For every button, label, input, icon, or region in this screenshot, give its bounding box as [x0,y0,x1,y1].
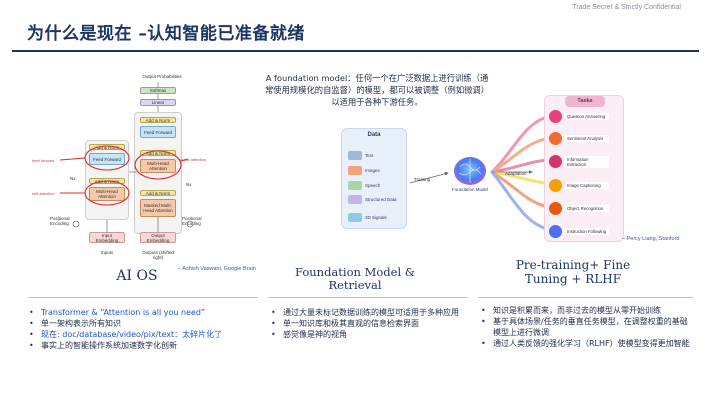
sentiment-icon [549,132,562,145]
waveform-icon [348,181,362,190]
data-item-text: Text [348,151,373,160]
table-icon [348,195,362,204]
linear-block: Linear [140,99,176,106]
list-item: Transformer & “Attention is all you need… [28,307,258,318]
data-item-structured: Structured Data [348,195,404,204]
column-2-divider [268,297,468,298]
decoder-positional-encoding-label: Positional Encoding [182,216,202,226]
input-embedding-block: Input Embedding [89,232,125,243]
foundation-model-definition: A foundation model：任何一个在广泛数据上进行训练（通常使用规模… [264,73,490,107]
heading-foundation-model: Foundation Model & Retrieval [294,265,416,292]
page-title: 为什么是现在 –认知智能已准备就绪 [27,24,305,44]
encoder-nx-label: Nx [70,176,76,181]
list-item: 基于具体场景/任务的垂直任务模型，在调整权重的基础模型上进行微调 [480,316,695,338]
title-underline [12,50,699,52]
training-label: Training [414,177,431,182]
data-item-images: Images [348,166,380,175]
output-probabilities-label: Output Probabilities [142,74,182,79]
liang-quote-caption: – Percy Liang, Stanford [622,236,680,242]
decoder-feed-forward: Feed Forward [140,126,176,138]
tasks-title: Tasks [565,96,605,107]
encoder-add-norm-top: Add & Norm [89,144,125,150]
instruction-icon [549,225,562,238]
decoder-multi-head-attention: Multi-Head Attention [140,159,176,173]
list-item: 知识是积累而来，而非过去的模型从零开始训练 [480,305,695,316]
output-embedding-block: Output Embedding [140,232,176,243]
list-item: 现在: doc/database/video/pix/text：太碎片化了 [28,329,258,340]
column-1-divider [28,297,258,298]
inputs-label: Inputs [100,250,114,255]
data-panel: Data Text Images Speech Structured Data … [341,128,407,229]
task-image-captioning: Image Captioning [549,179,609,192]
transformer-annotation-overlay [59,82,194,232]
task-instruction-following: Instruction Following [549,225,609,238]
data-item-3d: 3D Signals [348,213,387,222]
self-attention-annotation: self attention [32,191,55,196]
softmax-block: Softmax [140,87,176,94]
list-item: 通过大量未标记数据训练的模型可适用于多种应用 [270,307,475,318]
decoder-add-norm-3: Add & Norm [140,190,176,196]
decoder-masked-attention: Masked Multi-Head Attention [140,199,176,217]
foundation-model-bullets: 通过大量未标记数据训练的模型可适用于多种应用 单一知识库和极其直观的信息检索界面… [270,307,475,340]
pretraining-bullets: 知识是积累而来，而非过去的模型从零开始训练 基于具体场景/任务的垂直任务模型，在… [480,305,695,349]
brain-icon [454,157,486,185]
list-item: 单一架构表示所有知识 [28,318,258,329]
task-question-answering: Question Answering [549,110,609,123]
adaptation-label: Adaptation [505,171,527,176]
object-recognition-icon [549,202,562,215]
transformer-diagram: Output Probabilities Softmax Linear Add … [30,72,220,264]
task-object-recognition: Object Recognition [549,202,609,215]
confidential-notice: Trade Secret & Strictly Confidential [572,4,681,11]
encoder-multi-head-attention: Multi-Head Attention [89,187,125,201]
list-item: 感觉像是神的视角 [270,329,475,340]
outputs-label: Outputs (shifted right) [142,250,174,260]
cube-icon [348,213,362,222]
list-item: 通过人类反馈的强化学习（RLHF）使模型变得更加智能 [480,338,695,349]
list-item: 单一知识库和极其直观的信息检索界面 [270,318,475,329]
decoder-add-norm-1: Add & Norm [140,117,176,123]
task-sentiment-analysis: Sentiment Analysis [549,132,609,145]
feed-forward-annotation: feed forward [32,158,55,163]
encoder-positional-encoding-label: Positional Encoding [50,216,70,226]
list-item: 事实上的智能操作系统加速数字化创新 [28,340,258,351]
cross-attention-annotation: cross attention [180,157,207,162]
image-caption-icon [549,179,562,192]
image-icon [348,166,362,175]
data-title: Data [367,132,381,138]
data-item-speech: Speech [348,181,380,190]
tasks-panel: Tasks Question Answering Sentiment Analy… [544,95,624,242]
question-answering-icon [549,110,562,123]
heading-ai-os: AI OS [116,268,158,284]
encoder-feed-forward: Feed Forward [89,153,125,165]
ai-os-bullets: Transformer & “Attention is all you need… [28,307,258,351]
column-3-divider [478,297,693,298]
extraction-icon [549,155,562,168]
heading-pretraining: Pre-training+ Fine Tuning + RLHF [515,258,631,286]
foundation-model-label: Foundation Model [451,187,489,192]
document-icon [348,151,362,160]
vaswani-quote-caption: – Ashish Vaswani, Google Brain [178,266,256,272]
task-information-extraction: Information Extraction [549,155,609,168]
decoder-nx-label: Nx [186,182,192,187]
